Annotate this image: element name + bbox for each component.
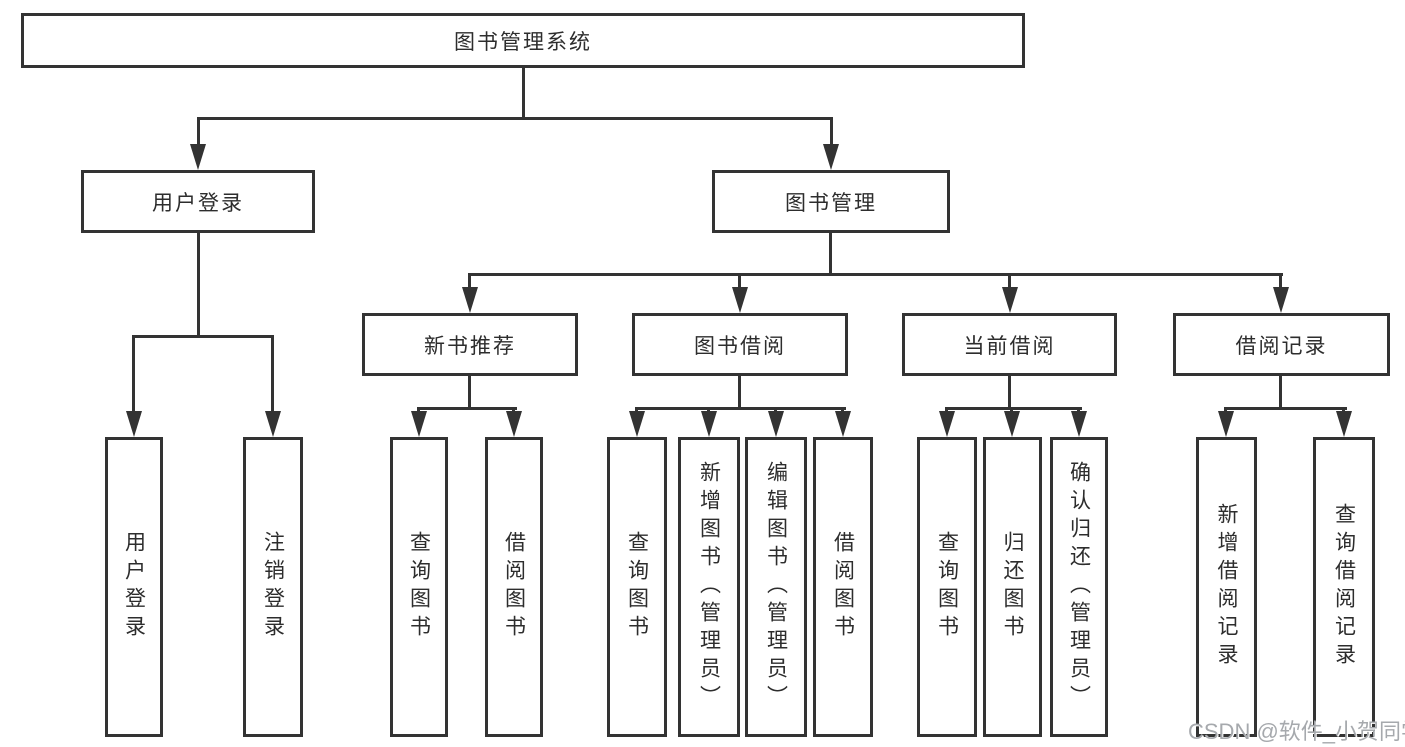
- leaf-current-return: 归还图书: [983, 437, 1042, 737]
- connector-line: [197, 117, 200, 146]
- connector-arrow-down: [1071, 411, 1087, 437]
- leaf-borrow-edit-admin-label: 编辑图书（管理员）: [764, 461, 788, 713]
- connector-line: [945, 407, 1082, 410]
- connector-arrow-down: [1336, 411, 1352, 437]
- leaf-borrow-edit-admin: 编辑图书（管理员）: [745, 437, 807, 737]
- leaf-user-login-label: 用户登录: [122, 531, 146, 643]
- connector-line: [830, 117, 833, 146]
- leaf-borrow-borrow: 借阅图书: [813, 437, 873, 737]
- connector-line: [132, 335, 135, 413]
- connector-line: [635, 407, 846, 410]
- leaf-newbooks-query: 查询图书: [390, 437, 448, 737]
- leaf-user-login: 用户登录: [105, 437, 163, 737]
- connector-arrow-down: [732, 287, 748, 313]
- connector-arrow-down: [506, 411, 522, 437]
- leaf-records-query-label: 查询借阅记录: [1332, 503, 1356, 671]
- connector-arrow-down: [462, 287, 478, 313]
- connector-line: [738, 376, 741, 410]
- connector-line: [417, 407, 517, 410]
- node-current-borrow-label: 当前借阅: [963, 334, 1056, 358]
- connector-arrow-down: [1002, 287, 1018, 313]
- node-book-management-label: 图书管理: [785, 191, 877, 215]
- leaf-borrow-borrow-label: 借阅图书: [831, 531, 855, 643]
- connector-arrow-down: [265, 411, 281, 437]
- connector-line: [197, 117, 833, 120]
- connector-line: [468, 376, 471, 410]
- node-borrow-records-label: 借阅记录: [1235, 334, 1328, 358]
- leaf-newbooks-borrow-label: 借阅图书: [502, 531, 526, 643]
- connector-line: [197, 233, 200, 335]
- node-current-borrow: 当前借阅: [902, 313, 1117, 376]
- connector-line: [522, 68, 525, 117]
- connector-line: [1224, 407, 1347, 410]
- leaf-borrow-add-admin: 新增图书（管理员）: [678, 437, 740, 737]
- leaf-borrow-query-label: 查询图书: [625, 531, 649, 643]
- connector-line: [1008, 273, 1011, 291]
- leaf-logout-label: 注销登录: [261, 531, 285, 643]
- leaf-current-confirm-admin-label: 确认归还（管理员）: [1067, 461, 1091, 713]
- leaf-borrow-query: 查询图书: [607, 437, 667, 737]
- connector-arrow-down: [126, 411, 142, 437]
- connector-arrow-down: [411, 411, 427, 437]
- leaf-records-add: 新增借阅记录: [1196, 437, 1257, 737]
- connector-arrow-down: [823, 144, 839, 170]
- leaf-newbooks-query-label: 查询图书: [407, 531, 431, 643]
- connector-arrow-down: [835, 411, 851, 437]
- node-user-login: 用户登录: [81, 170, 315, 233]
- leaf-current-confirm-admin: 确认归还（管理员）: [1050, 437, 1108, 737]
- node-new-book-recommend: 新书推荐: [362, 313, 578, 376]
- connector-line: [1279, 273, 1282, 291]
- connector-arrow-down: [1004, 411, 1020, 437]
- csdn-watermark: CSDN @软件_小贺同学: [1188, 719, 1405, 744]
- connector-arrow-down: [1273, 287, 1289, 313]
- connector-line: [829, 233, 832, 273]
- connector-arrow-down: [939, 411, 955, 437]
- connector-line: [271, 335, 274, 413]
- leaf-newbooks-borrow: 借阅图书: [485, 437, 543, 737]
- connector-line: [1008, 376, 1011, 410]
- node-borrow-records: 借阅记录: [1173, 313, 1390, 376]
- connector-line: [1279, 376, 1282, 410]
- leaf-borrow-add-admin-label: 新增图书（管理员）: [697, 461, 721, 713]
- node-book-borrow: 图书借阅: [632, 313, 848, 376]
- connector-line: [468, 273, 471, 291]
- leaf-current-query: 查询图书: [917, 437, 977, 737]
- node-root: 图书管理系统: [21, 13, 1025, 68]
- connector-arrow-down: [701, 411, 717, 437]
- connector-line: [738, 273, 741, 291]
- node-new-book-recommend-label: 新书推荐: [424, 334, 516, 358]
- connector-arrow-down: [768, 411, 784, 437]
- node-book-management: 图书管理: [712, 170, 950, 233]
- connector-arrow-down: [190, 144, 206, 170]
- connector-arrow-down: [1218, 411, 1234, 437]
- leaf-records-query: 查询借阅记录: [1313, 437, 1375, 737]
- node-root-label: 图书管理系统: [454, 30, 592, 54]
- node-user-login-label: 用户登录: [152, 191, 244, 215]
- leaf-current-return-label: 归还图书: [1001, 531, 1024, 643]
- node-book-borrow-label: 图书借阅: [694, 334, 786, 358]
- leaf-current-query-label: 查询图书: [935, 531, 959, 643]
- connector-line: [132, 335, 274, 338]
- connector-line: [468, 273, 1283, 276]
- connector-arrow-down: [629, 411, 645, 437]
- leaf-records-add-label: 新增借阅记录: [1215, 503, 1238, 671]
- leaf-logout: 注销登录: [243, 437, 303, 737]
